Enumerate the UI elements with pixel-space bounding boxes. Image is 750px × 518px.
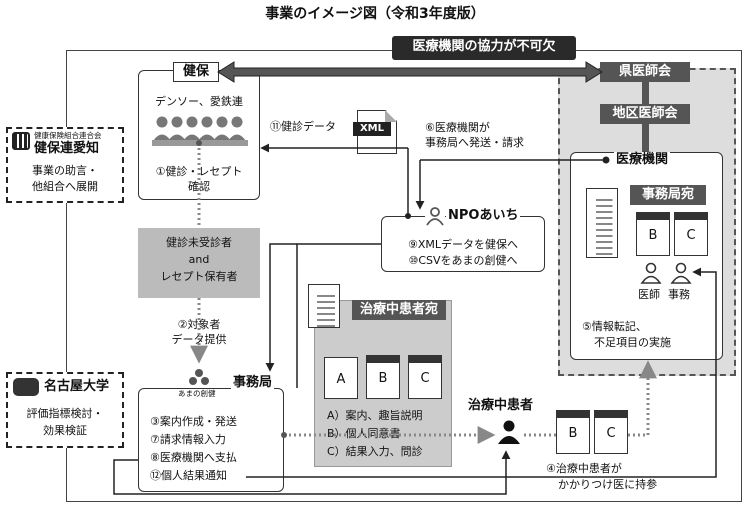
step-item: ⑦請求情報入力 [150,433,226,446]
patient-ate-item: A）案内、趣旨説明 [327,409,423,422]
doc-b: B [366,355,400,399]
npo-box [381,216,545,272]
nagoya-desc1: 評価指標検討・ [26,407,104,420]
step6b: 事務局へ発送・請求 [425,136,524,149]
patient-doc-c: C [594,410,628,454]
step-item: ③案内作成・発送 [150,415,237,428]
step5b: 不足項目の実施 [594,336,671,349]
kenpo-step1b: 確認 [188,180,210,193]
xml-label: XML [353,122,391,136]
cooperation-banner [392,36,576,60]
target-line2: and [188,253,210,266]
jimu-label: 事務 [668,288,690,301]
chikuishikai-label: 地区医師会 [600,104,690,124]
clinic-doc-c-label: C [686,228,696,243]
clinic-doc-b: B [636,212,670,256]
target-line1: 健診未受診者 [166,236,232,249]
person-icon [425,206,445,226]
kenishikai-label: 県医師会 [600,62,690,82]
jimukyoku-ate-label: 事務局宛 [630,185,706,205]
amano-logo-text: あまの創健 [178,389,216,398]
patient-ate-label: 治療中患者宛 [352,300,446,320]
clerk-icon [670,262,692,284]
patient-ate-item: B）個人同意書 [327,427,401,440]
doc-c-label: C [420,371,430,386]
patient-doc-b: B [556,410,590,454]
kenpo-step1: ①健診・レセプト [155,165,243,178]
nagoya-name: 名古屋大学 [44,379,110,394]
step5a: ⑤情報転記、 [582,320,647,333]
clinic-doc-c: C [674,212,708,256]
doc-a: A [324,357,358,399]
kenporen-name: 健保連愛知 [34,141,100,156]
step-item: ⑧医療機関へ支払 [150,451,237,464]
kenporen-desc1: 事業の助言・ [32,164,98,177]
doc-c: C [408,355,442,399]
step2a: ②対象者 [177,318,221,331]
clinic-doc-b-label: B [648,228,658,243]
doc-a-label: A [336,372,346,387]
step11: ⑪健診データ [270,120,336,133]
step4b: かかりつけ医に持参 [558,478,658,491]
page-title: 事業のイメージ図（令和3年度版） [265,6,485,22]
kenpo-label-text: 健保 [182,64,209,79]
iryokikan-label: 医療機関 [614,152,671,168]
doctor-icon [640,262,662,284]
kenporen-logo-icon [12,132,30,150]
target-line3: レセプト保有者 [160,270,238,283]
connector-bar [642,82,649,104]
jimukyoku-label: 事務局 [231,375,275,391]
doc-b-label: B [378,371,388,386]
target-box [138,228,260,298]
npo-step9: ⑨XMLデータを健保へ [407,238,518,251]
patient-icon [496,420,522,444]
patient-ate-item: C）結果入力、問診 [327,445,423,458]
npo-step10: ⑩CSVをあまの創健へ [408,254,518,267]
cooperation-banner-text: 医療機関の協力が不可欠 [412,39,556,54]
kenporen-small: 健康保険組合連合会 [34,131,102,140]
ishi-label: 医師 [638,288,660,301]
step4a: ④治療中患者が [546,462,622,475]
patient-doc-b-label: B [568,426,578,441]
kenpo-members: デンソー、愛鉄連 [155,95,243,108]
step2b: データ提供 [171,333,227,346]
nagoya-logo-icon [13,378,39,396]
step6a: ⑥医療機関が [425,121,490,134]
patient-label: 治療中患者 [468,398,534,413]
document-stack-icon [586,188,618,258]
document-stack-icon [308,284,340,328]
connector-bar [642,124,649,152]
npo-name: NPOあいち [446,208,521,224]
kenporen-desc2: 他組合へ展開 [32,180,98,193]
step-item: ⑫個人結果通知 [150,469,227,482]
patient-doc-c-label: C [606,426,616,441]
amano-logo-icon [188,368,210,388]
nagoya-desc2: 効果検証 [43,424,87,437]
